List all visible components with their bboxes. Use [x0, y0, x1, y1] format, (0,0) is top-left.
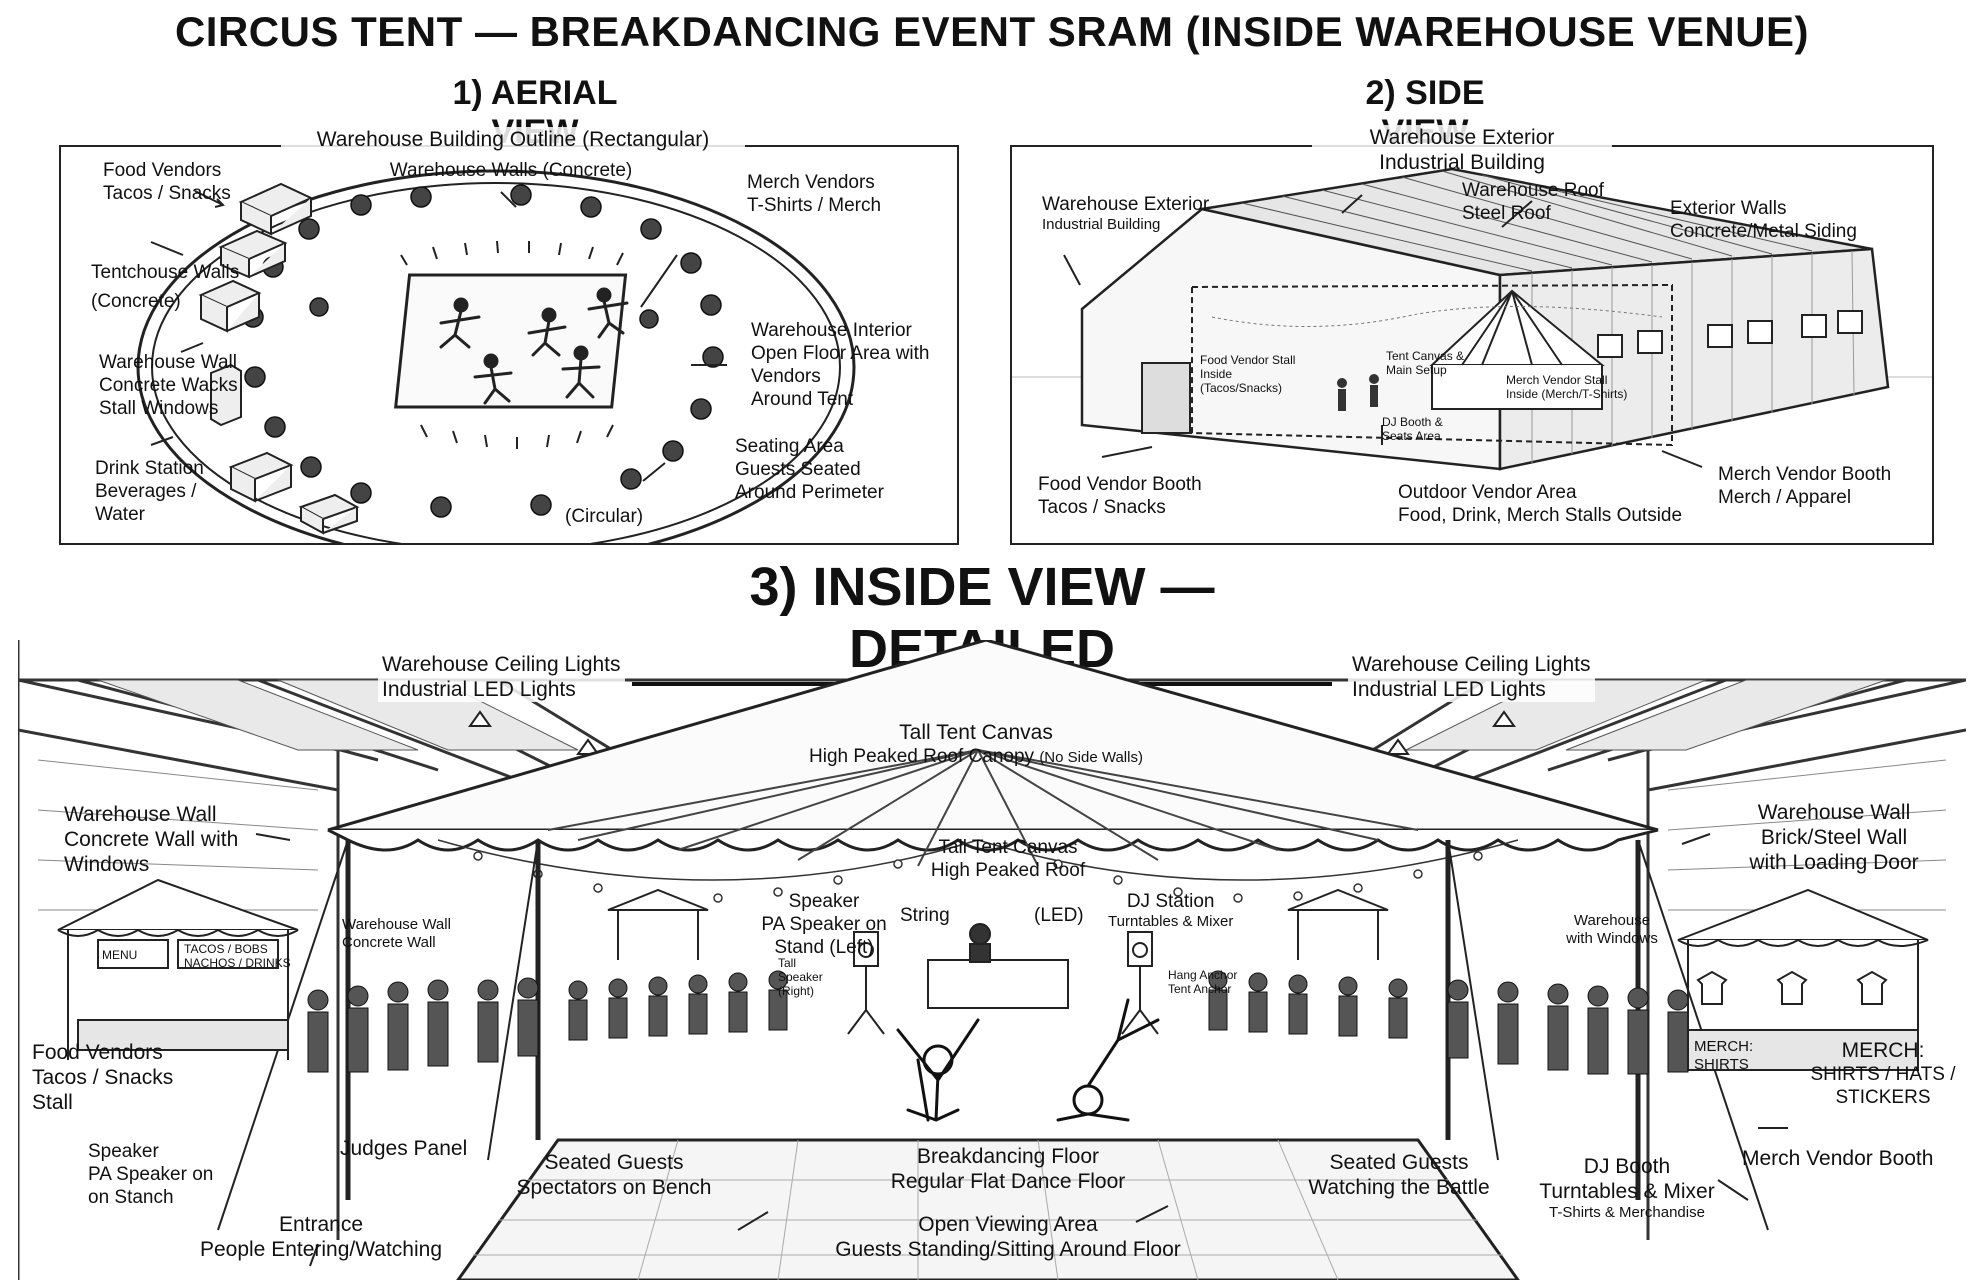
tent-side: [1429, 289, 1605, 410]
judges-panel-label: Judges Panel: [340, 1137, 468, 1160]
food-stall-inside-label: Food Vendor Stall Inside (Tacos/Snacks): [1200, 353, 1296, 395]
food-vendor-tent: [57, 878, 299, 1060]
led-label: (LED): [1034, 905, 1084, 926]
speaker-bottom-label: Speaker PA Speaker on on Stanch: [88, 1141, 214, 1208]
diagram-title: CIRCUS TENT — BREAKDANCING EVENT SRAM (I…: [174, 8, 1810, 55]
side-center-small-label: Tent Canvas & Main Setup: [1386, 349, 1465, 377]
merch-vendors-label: Merch Vendors T-Shirts / Merch: [747, 172, 882, 216]
ceiling-lights-right-label: Warehouse Ceiling Lights Industrial LED …: [1348, 652, 1595, 702]
seated-guests-right-label: Seated Guests Watching the Battle: [1308, 1151, 1490, 1199]
warehouse-interior-label: Warehouse Interior Open Floor Area with …: [751, 320, 930, 410]
speaker-right-small-label: Tall Speaker (Right): [778, 956, 823, 998]
vendor-stalls-aerial: [198, 182, 360, 535]
wall-siding: [37, 759, 1947, 911]
drink-station-label: Drink Station Beverages / Water: [95, 458, 204, 525]
warehouse-wall-label: Warehouse Wall Concrete Wacks Stall Wind…: [99, 352, 238, 419]
merch-shirts-label: MERCH: SHIRTS / HATS / STICKERS: [1810, 1039, 1956, 1108]
aerial-view-drawing: [136, 169, 856, 565]
warehouse-wall-small-label: Warehouse Wall Concrete Wall: [342, 916, 451, 951]
merch-vendor-booth-label: Merch Vendor Booth Merch / Apparel: [1718, 464, 1892, 508]
dancers-aerial: [439, 287, 629, 405]
ceiling-lights-left-label: Warehouse Ceiling Lights Industrial LED …: [378, 652, 625, 702]
tenthouse-walls-label: Tentchouse Walls (Concrete): [91, 262, 240, 312]
inside-arrows: [255, 833, 1788, 1267]
warehouse-walls-label: Warehouse Walls (Concrete): [389, 160, 633, 181]
aerial-view-panel: Warehouse Building Outline (Rectangular)…: [59, 127, 959, 565]
crowd-right: [1208, 970, 1689, 1075]
hanging-anchor-label: Hang Anchor Tent Anchor: [1168, 968, 1238, 996]
back-tents: [607, 888, 1389, 960]
side-exterior-left-label: Warehouse Exterior Industrial Building: [1042, 194, 1210, 233]
tent-canopy-ribs: [547, 748, 1419, 867]
breakdancing-floor-label: Breakdancing Floor Regular Flat Dance Fl…: [890, 1145, 1126, 1193]
floor-tick-marks: [400, 240, 624, 449]
side-arrows: [1063, 194, 1703, 468]
entrance-label: Entrance People Entering/Watching: [199, 1213, 443, 1261]
warehouse-outline-label: Warehouse Building Outline (Rectangular): [281, 127, 745, 152]
side-exterior-top-label: Warehouse Exterior Industrial Building: [1312, 125, 1612, 175]
circular-label: (Circular): [565, 506, 644, 527]
merch-sign: MERCH: SHIRTS: [1694, 1038, 1754, 1073]
food-sign-items: TACOS / BOBS NACHOS / DRINKS: [184, 942, 291, 970]
crowd-left: [307, 970, 788, 1073]
side-view-panel: Warehouse Exterior Industrial Building W…: [1010, 125, 1934, 545]
merch-vendor-tent: [1677, 888, 1929, 1071]
merch-vendor-booth-label: Merch Vendor Booth: [1742, 1147, 1934, 1170]
dance-floor-aerial: [394, 273, 628, 409]
aerial-arrows: [150, 190, 727, 482]
side-exterior-walls-label: Exterior Walls Concrete/Metal Siding: [1670, 198, 1857, 242]
tent-roof-label: Tall Tent Canvas High Peaked Roof: [930, 837, 1086, 881]
breakdancers: [896, 998, 1160, 1122]
outdoor-vendor-area-label: Outdoor Vendor Area Food, Drink, Merch S…: [1398, 482, 1683, 526]
warehouse-wall-left-label: Warehouse Wall Concrete Wall with Window…: [64, 803, 239, 876]
food-vendor-booth-label: Food Vendor Booth Tacos / Snacks: [1038, 474, 1202, 518]
string-lights-side: [1211, 306, 1663, 328]
interior-cutaway: [1191, 283, 1673, 447]
main-tent: [327, 638, 1659, 852]
food-vendors-label: Food Vendors Tacos / Snacks: [103, 160, 231, 204]
side-dj-small-label: DJ Booth & Seats Area: [1382, 415, 1443, 443]
seated-guests-aerial: [242, 184, 724, 518]
seating-area-label: Seating Area Guests Seated Around Perime…: [735, 436, 884, 503]
open-viewing-area-label: Open Viewing Area Guests Standing/Sittin…: [835, 1213, 1181, 1261]
food-vendors-stall-label: Food Vendors Tacos / Snacks Stall: [32, 1041, 174, 1114]
warehouse-windows: [1597, 310, 1863, 358]
dj-station-label: DJ Station Turntables & Mixer: [1108, 891, 1234, 930]
inside-view-panel: Warehouse Ceiling Lights Industrial LED …: [16, 638, 1967, 1282]
food-sign-menu: MENU: [102, 948, 138, 962]
speaker-left-label: Speaker PA Speaker on Stand (Left): [761, 891, 887, 958]
inside-view-drawing: [16, 638, 1967, 1282]
warehouse-door: [1141, 362, 1191, 434]
side-view-drawing: [1012, 167, 1932, 471]
merch-stall-inside-label: Merch Vendor Stall Inside (Merch/T-Shirt…: [1506, 373, 1628, 401]
string-label: String: [900, 905, 950, 926]
dj-booth-drawing: [927, 923, 1069, 1009]
people-side: [1337, 374, 1379, 411]
seated-guests-left-label: Seated Guests Spectators on Bench: [516, 1151, 712, 1199]
side-roof-label: Warehouse Roof Steel Roof: [1462, 180, 1604, 224]
tent-canvas-label: Tall Tent Canvas High Peaked Roof Canopy…: [809, 721, 1143, 767]
warehouse-windows-label: Warehouse with Windows: [1566, 912, 1658, 947]
warehouse-wall-right-label: Warehouse Wall Brick/Steel Wall with Loa…: [1749, 801, 1919, 874]
speakers-drawing: [847, 931, 1159, 1035]
skylight-panels: [97, 679, 1887, 751]
dj-booth-label: DJ Booth Turntables & Mixer T-Shirts & M…: [1539, 1155, 1715, 1221]
